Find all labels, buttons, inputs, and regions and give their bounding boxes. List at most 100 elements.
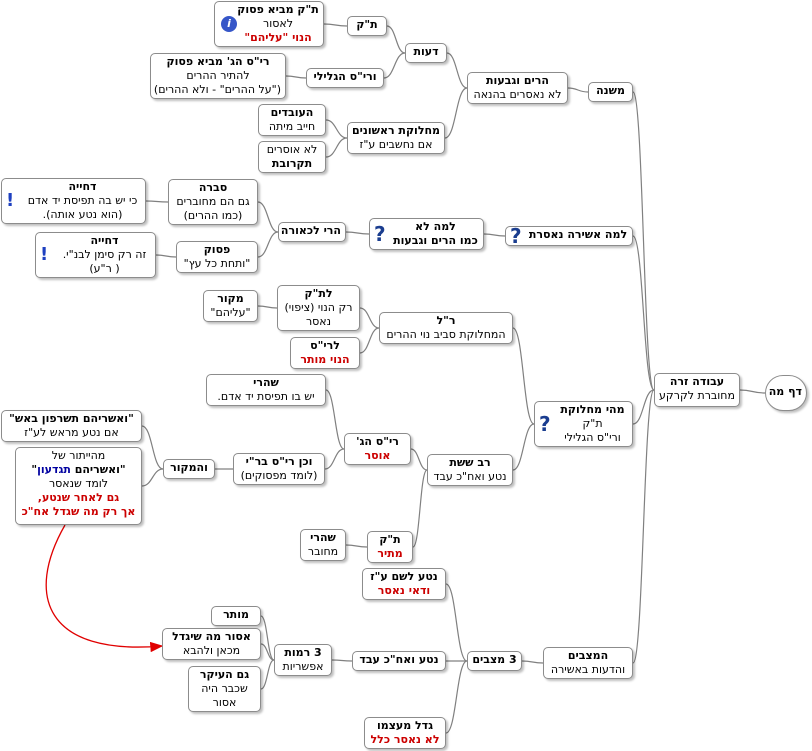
node-avoda-zara: עבודה זרה מחוברת לקרקע <box>654 373 740 407</box>
node-matzavim: המצבים והדעות באשירה <box>543 647 633 679</box>
svara-title: סברה <box>198 181 228 194</box>
connector-node-machloket-rishonim-node-haovdim <box>325 119 348 139</box>
connector-root-node-node-avoda-zara <box>739 389 766 394</box>
machloket-rishonim-title: מחלוקת ראשונים <box>351 124 440 137</box>
rys-hag-sub: להתיר ההרים <box>186 69 250 82</box>
latk-sub: רק הנוי (ציפוי) <box>284 301 353 314</box>
connector-node-pasuk-node-dchiya2 <box>155 254 177 258</box>
question-icon: ? <box>539 412 551 436</box>
lo-osrim-title: תקרובת <box>271 157 313 170</box>
meyituro-red1: גם לאחר שנטע, <box>37 491 120 504</box>
node-tk2: ת"ק מתיר <box>367 531 413 563</box>
meyituro-sub2: לומד שנאסר <box>48 477 109 490</box>
tk-source-title: ת"ק מביא פסוק <box>237 3 319 16</box>
node-three-matzavim: 3 מצבים <box>467 651 522 671</box>
node-dchiya2: ! דחייה זה רק סימן לבנ"י. ( ר"ע) <box>35 232 156 278</box>
deot-title: דעות <box>413 45 439 58</box>
rav-sheshet-sub: נטע ואח"כ עבד <box>433 470 507 483</box>
rl-sub: המחלוקת סביב נוי ההרים <box>386 328 506 341</box>
gam-haikar-sub2: אסור <box>212 696 237 709</box>
node-harim: הרים וגבעות לא נאסרים בהנאה <box>467 72 568 104</box>
lerys-red: הנוי מותר <box>300 353 350 366</box>
machloket-rishonim-sub: אם נחשבים ע"ז <box>359 138 433 151</box>
mahi-machloket-sub2: ורי"ס הגלילי <box>564 431 621 444</box>
node-harei-lakeura: הרי לכאורה <box>278 222 346 242</box>
dchiya2-sub: זה רק סימן לבנ"י. <box>62 248 147 261</box>
meyituro-title-c: " <box>31 463 38 476</box>
node-rys-hag: רי"ס הג' מביא פסוק להתיר ההרים ("על ההרי… <box>150 53 286 99</box>
tk2-red: מתיר <box>377 547 403 560</box>
dchiya1-sub: כי יש בה תפיסת יד אדם <box>27 194 138 207</box>
info-icon: i <box>221 16 237 32</box>
mutar-title: מותר <box>223 608 249 621</box>
node-lo-osrim: לא אוסרים תקרובת <box>258 141 326 173</box>
rys-hag2-title: רי"ס הג' <box>356 435 399 448</box>
connector-node-harei-lakeura-node-pasuk <box>257 231 279 258</box>
connector-node-lama-lo-node-harei-lakeura <box>345 231 370 235</box>
connector-node-harim-node-deot <box>446 52 468 89</box>
meyituro-red2: אך רק מה שגדל אח"כ <box>21 505 136 518</box>
lama-muteret-title: למה אשירה נאסרת <box>528 228 628 241</box>
node-rav-sheshet: רב ששת נטע ואח"כ עבד <box>427 454 513 486</box>
connector-node-deot-node-rys-galili <box>383 52 406 79</box>
node-gadal: גדל מעצמו לא נאסר כלל <box>364 717 446 749</box>
harim-sub: לא נאסרים בהנאה <box>473 88 562 101</box>
connector-node-rys-hag2-node-shehari1 <box>325 389 345 450</box>
connector-node-lama-muteret-node-lama-lo <box>483 233 506 237</box>
connector-node-rl-node-lerys <box>359 327 380 354</box>
rav-sheshet-title: רב ששת <box>449 456 491 469</box>
root-node: דף מה <box>765 375 807 411</box>
shehari2-sub: מחובר <box>307 545 339 558</box>
node-lama-lo: ? למה לא כמו הרים וגבעות <box>369 218 484 250</box>
node-latk: לת"ק רק הנוי (ציפוי) נאסר <box>277 285 360 331</box>
matzavim-title: המצבים <box>567 649 609 662</box>
makor-title: מקור <box>217 292 244 305</box>
connector-node-mahi-machloket-node-rav-sheshet <box>512 423 535 471</box>
matzavim-sub: והדעות באשירה <box>550 663 626 676</box>
connector-node-machloket-rishonim-node-lo-osrim <box>325 137 348 158</box>
connector-node-vehamakor-node-veashereihem <box>141 425 164 470</box>
node-shehari2: שהרי מחובר <box>300 529 346 561</box>
shehari1-title: שהרי <box>253 376 279 389</box>
connector-node-mahi-machloket-node-rl <box>512 327 535 425</box>
connector-node-deot-node-tk <box>386 25 406 54</box>
node-three-ramot: 3 רמות אפשריות <box>274 644 332 676</box>
node-rys-hag2: רי"ס הג' אוסר <box>344 433 411 465</box>
pasuk-sub: "ותחת כל עץ" <box>183 257 251 270</box>
node-machloket-rishonim: מחלוקת ראשונים אם נחשבים ע"ז <box>347 122 445 154</box>
connector-node-vehamakor-node-meyituro <box>141 468 164 487</box>
node-nata-vachach: נטע ואח"כ עבד <box>352 651 446 671</box>
node-nata-lshem: נטע לשם ע"ז ודאי נאסר <box>362 568 446 600</box>
haovdim-sub: חייב מיתה <box>268 120 316 133</box>
connector-node-tk2-node-shehari2 <box>345 544 368 548</box>
mahi-machloket-sub: ת"ק <box>582 417 603 430</box>
connector-node-avoda-zara-node-mahi-machloket <box>632 389 655 425</box>
connector-node-harei-lakeura-node-svara <box>257 201 279 233</box>
red-arrow <box>45 524 164 653</box>
question-icon: ? <box>510 224 522 248</box>
node-dchiya1: ! דחייה כי יש בה תפיסת יד אדם (הוא נטע א… <box>1 178 146 224</box>
lama-lo-title: למה לא <box>415 220 456 233</box>
node-svara: סברה גם הם מחוברים (כמו ההרים) <box>168 179 258 225</box>
connector-node-rav-sheshet-node-tk2 <box>412 469 428 548</box>
node-shehari1: שהרי יש בו תפיסת יד אדם. <box>206 374 326 406</box>
node-vechen: וכן רי"ס בר"י (לומד מפסוקים) <box>233 453 325 485</box>
connector-node-avoda-zara-node-mishna <box>632 91 655 391</box>
node-mutar: מותר <box>211 606 261 626</box>
mahi-machloket-title: מהי מחלוקת <box>560 403 625 416</box>
connector-node-three-matzavim-node-gadal <box>445 660 468 734</box>
node-vehamakor: והמקור <box>163 459 215 479</box>
exclamation-icon: ! <box>40 244 49 265</box>
dchiya1-title: דחייה <box>68 180 97 193</box>
tk2-title: ת"ק <box>379 533 401 546</box>
vehamakor-title: והמקור <box>170 461 208 474</box>
three-ramot-sub: אפשריות <box>282 660 324 673</box>
node-tk: ת"ק <box>347 16 387 36</box>
node-lama-muteret: ? למה אשירה נאסרת <box>505 226 633 246</box>
meyituro-title-a: "ואשריהם <box>70 463 126 476</box>
lama-lo-sub: כמו הרים וגבעות <box>393 234 478 247</box>
asur-ma-sub: מכאן ולהבא <box>182 644 241 657</box>
latk-sub2: נאסר <box>305 315 332 328</box>
node-meyituro: מהייתור של "ואשריהם תגדעון" לומד שנאסר ג… <box>15 447 142 525</box>
